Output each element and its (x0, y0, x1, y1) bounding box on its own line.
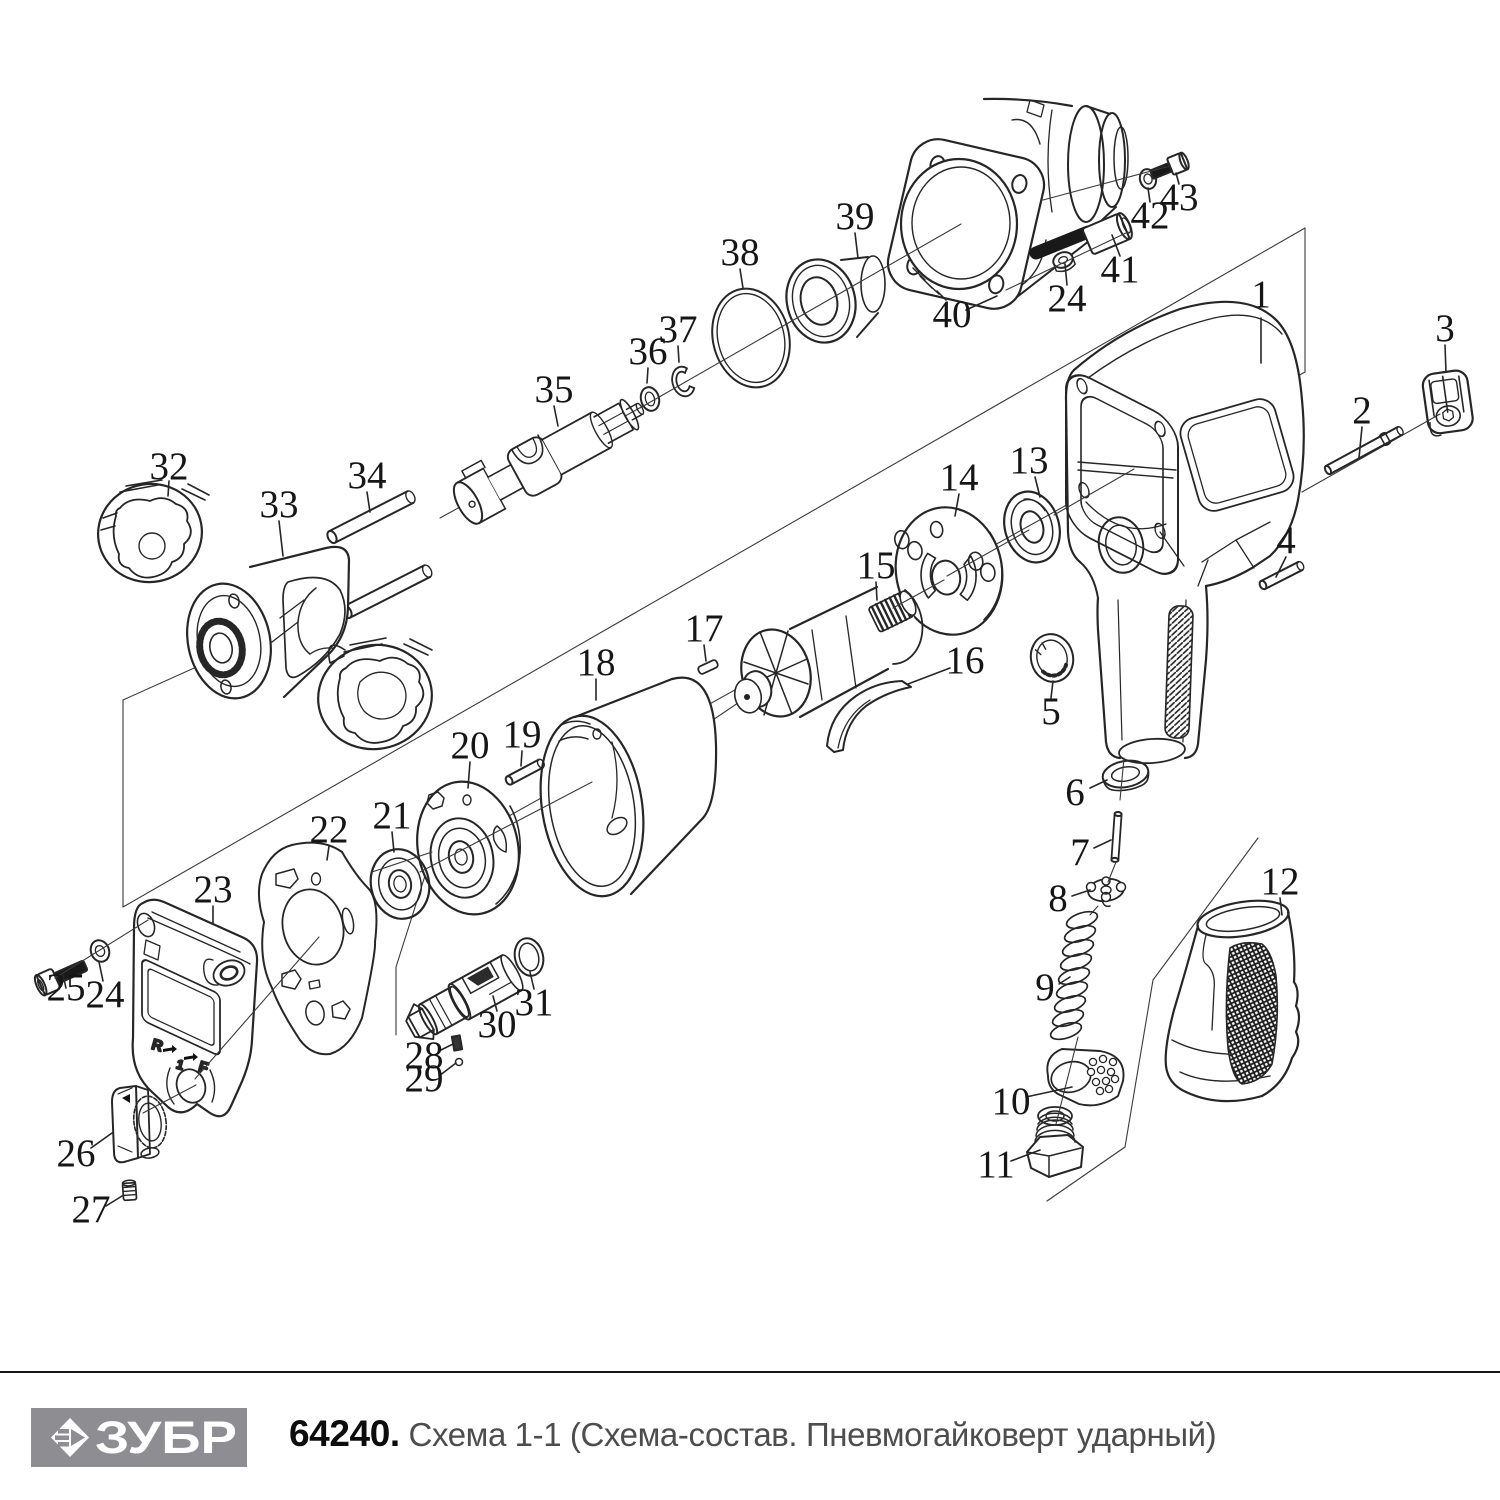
svg-text:36: 36 (629, 330, 668, 373)
svg-text:25: 25 (47, 966, 86, 1009)
svg-text:35: 35 (535, 368, 574, 411)
svg-text:30: 30 (478, 1003, 517, 1046)
svg-text:41: 41 (1101, 248, 1140, 291)
svg-text:29: 29 (405, 1057, 444, 1100)
svg-text:28: 28 (405, 1034, 444, 1077)
svg-text:10: 10 (992, 1080, 1031, 1123)
svg-text:20: 20 (451, 724, 490, 767)
svg-text:2: 2 (1352, 389, 1372, 432)
svg-text:13: 13 (1010, 439, 1049, 482)
svg-text:34: 34 (348, 454, 387, 497)
svg-text:40: 40 (933, 293, 972, 336)
svg-text:4: 4 (1276, 519, 1296, 562)
svg-text:16: 16 (946, 639, 985, 682)
svg-text:42: 42 (1131, 194, 1170, 237)
svg-text:21: 21 (373, 794, 412, 837)
svg-text:9: 9 (1035, 966, 1055, 1009)
svg-text:18: 18 (577, 641, 616, 684)
svg-text:24: 24 (1048, 277, 1087, 320)
svg-text:11: 11 (977, 1143, 1015, 1186)
svg-text:5: 5 (1041, 690, 1061, 733)
svg-text:19: 19 (503, 713, 542, 756)
svg-text:7: 7 (1070, 831, 1090, 874)
svg-text:38: 38 (721, 231, 760, 274)
svg-text:8: 8 (1048, 877, 1068, 920)
svg-text:27: 27 (72, 1188, 111, 1231)
svg-text:37: 37 (659, 308, 698, 351)
svg-text:26: 26 (57, 1132, 96, 1175)
svg-text:6: 6 (1065, 771, 1085, 814)
svg-text:39: 39 (836, 195, 875, 238)
svg-text:24: 24 (86, 973, 125, 1016)
svg-text:33: 33 (260, 483, 299, 526)
svg-text:32: 32 (150, 445, 189, 488)
svg-text:ЗУБР: ЗУБР (95, 1412, 237, 1463)
svg-text:3: 3 (1435, 307, 1455, 350)
svg-text:23: 23 (194, 868, 233, 911)
svg-text:1: 1 (1251, 273, 1271, 316)
svg-text:43: 43 (1160, 176, 1199, 219)
svg-text:22: 22 (310, 808, 349, 851)
svg-text:12: 12 (1261, 860, 1300, 903)
svg-text:17: 17 (685, 607, 724, 650)
svg-text:14: 14 (940, 456, 979, 499)
svg-text:15: 15 (857, 544, 896, 587)
svg-text:31: 31 (515, 981, 554, 1024)
